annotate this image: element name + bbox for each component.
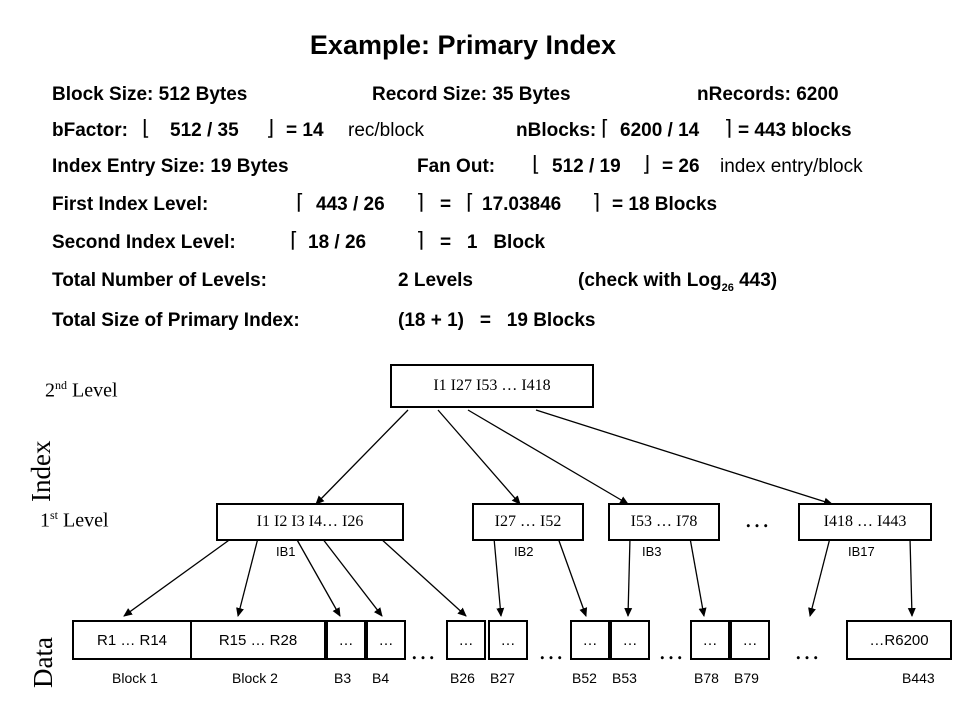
ceil-close-icon: ⌉ <box>724 117 733 140</box>
data-ellipsis: … <box>410 636 436 665</box>
page-title: Example: Primary Index <box>309 30 617 60</box>
nblocks-result: = 443 blocks <box>738 120 852 141</box>
index-block-ib1: I1 I2 I3 I4… I26 <box>216 503 404 541</box>
data-block: … <box>488 620 528 660</box>
data-block: … <box>366 620 406 660</box>
data-ellipsis: … <box>538 636 564 665</box>
index-entry-size: Index Entry Size: 19 Bytes <box>52 156 289 177</box>
index-block-name: IB1 <box>276 544 296 559</box>
ceil-close-icon: ⌉ <box>592 191 601 214</box>
log-check-base: 26 <box>721 281 734 294</box>
level1-label: 1st Level <box>40 508 109 532</box>
bfactor-label: bFactor: <box>52 120 128 141</box>
data-block-name: B3 <box>334 670 352 686</box>
bfactor-unit: rec/block <box>348 120 425 141</box>
total-size-label: Total Size of Primary Index: <box>52 310 300 331</box>
index-block-name: IB2 <box>514 544 534 559</box>
arrow-i418-to-b418 <box>808 537 831 617</box>
arrow-i78-to-b78 <box>689 537 707 617</box>
index-block-ib17: I418 … I443 <box>798 503 932 541</box>
data-block: … <box>326 620 366 660</box>
data-block: … <box>570 620 610 660</box>
fanout-label: Fan Out: <box>417 156 496 177</box>
floor-open-icon: ⌊ <box>532 153 541 176</box>
ceil-open-icon: ⌈ <box>296 191 305 214</box>
level2-label: 2nd Level <box>45 378 118 402</box>
n-records: nRecords: 6200 <box>697 84 839 105</box>
data-ellipsis: … <box>794 636 820 665</box>
index-block-name: IB3 <box>642 544 662 559</box>
nblocks-expr: 6200 / 14 <box>620 120 700 141</box>
data-block-name: B52 <box>572 670 597 686</box>
ceil-open-icon: ⌈ <box>290 229 299 252</box>
arrow-i52-to-b52 <box>557 537 588 617</box>
arrow-i53-to-b53 <box>624 537 633 617</box>
first-level-eq: = <box>440 194 452 215</box>
data-block: … <box>610 620 650 660</box>
first-level-expr2: 17.03846 <box>482 194 562 215</box>
floor-close-icon: ⌋ <box>266 117 275 140</box>
arrow-i1-to-block1 <box>123 537 233 617</box>
data-block-name: B53 <box>612 670 637 686</box>
first-level-result: = 18 Blocks <box>612 194 718 215</box>
data-block: … <box>730 620 770 660</box>
first-level-expr1: 443 / 26 <box>316 194 385 215</box>
floor-open-icon: ⌊ <box>142 117 151 140</box>
total-levels-label: Total Number of Levels: <box>52 270 268 291</box>
bfactor-expr: 512 / 35 <box>170 120 239 141</box>
index-block-ib3: I53 … I78 <box>608 503 720 541</box>
data-block-name: B4 <box>372 670 390 686</box>
data-block: … <box>690 620 730 660</box>
log-check: (check with Log26 443) <box>578 270 777 294</box>
floor-close-icon: ⌋ <box>642 153 651 176</box>
fanout-result: = 26 <box>662 156 700 177</box>
data-block-name: B78 <box>694 670 719 686</box>
data-ellipsis: … <box>658 636 684 665</box>
nblocks-label: nBlocks: <box>516 120 597 141</box>
data-block: … <box>446 620 486 660</box>
arrow-i3-to-b3 <box>295 537 341 617</box>
first-level-label: First Index Level: <box>52 194 209 215</box>
log-check-prefix: (check with Log <box>578 270 722 291</box>
index-block-ib2: I27 … I52 <box>472 503 584 541</box>
total-size-value: (18 + 1) = 19 Blocks <box>398 310 596 331</box>
data-block-name: Block 2 <box>232 670 278 686</box>
arrow-i443-to-b443 <box>907 537 916 617</box>
data-block: R15 … R28 <box>190 620 326 660</box>
data-block-name: B79 <box>734 670 759 686</box>
fanout-expr: 512 / 19 <box>552 156 621 177</box>
second-level-result: = 1 Block <box>440 232 546 253</box>
record-size: Record Size: 35 Bytes <box>372 84 571 105</box>
data-block: …R6200 <box>846 620 952 660</box>
second-level-label: Second Index Level: <box>52 232 236 253</box>
arrow-i53-to-ib3 <box>467 409 629 505</box>
arrow-i26-to-b26 <box>379 537 467 617</box>
level1-ellipsis: … <box>744 504 770 533</box>
total-levels-value: 2 Levels <box>398 270 473 291</box>
arrow-i2-to-block2 <box>236 537 259 617</box>
ceil-open-icon: ⌈ <box>601 117 610 140</box>
ceil-close-icon: ⌉ <box>416 191 425 214</box>
data-block-name: B27 <box>490 670 515 686</box>
bfactor-result: = 14 <box>286 120 324 141</box>
fanout-unit: index entry/block <box>720 156 863 177</box>
second-level-expr: 18 / 26 <box>308 232 367 253</box>
arrow-i27-to-ib2 <box>437 409 521 505</box>
log-check-suffix: 443) <box>733 270 778 291</box>
data-block: R1 … R14 <box>72 620 192 660</box>
arrow-i1-to-ib1 <box>315 409 409 505</box>
arrow-i4-to-b4 <box>321 537 383 617</box>
arrow-i27-to-b27 <box>493 537 505 617</box>
ceil-close-icon: ⌉ <box>416 229 425 252</box>
arrow-i418-to-ib17 <box>535 409 833 506</box>
data-block-name: Block 1 <box>112 670 158 686</box>
data-block-name: B443 <box>902 670 935 686</box>
index-block-name: IB17 <box>848 544 875 559</box>
level2-index-block: I1 I27 I53 … I418 <box>390 364 594 408</box>
data-block-name: B26 <box>450 670 475 686</box>
block-size: Block Size: 512 Bytes <box>52 84 248 105</box>
ceil-open-icon: ⌈ <box>466 191 475 214</box>
